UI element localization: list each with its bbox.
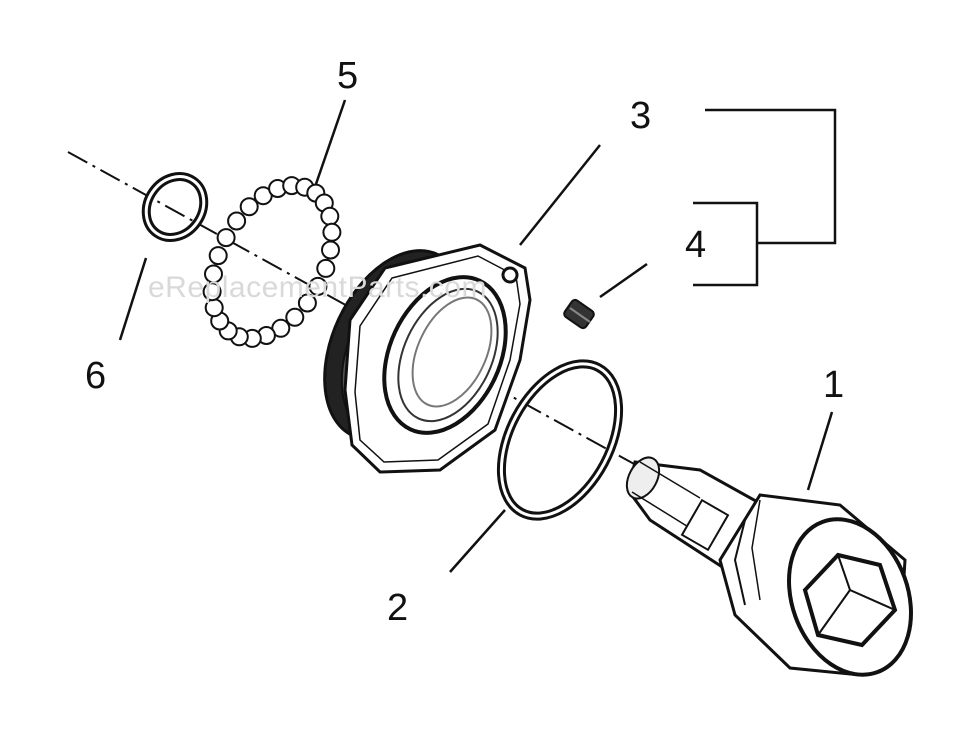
part-1-hex-socket-shaft: [625, 456, 913, 677]
assembly-bracket: [693, 108, 837, 287]
watermark: eReplacementParts.com: [148, 271, 487, 304]
bearing-ball: [308, 276, 328, 296]
part-6-small-o-ring: [141, 172, 209, 242]
callout-1: 1: [823, 364, 844, 406]
bearing-ball: [297, 293, 317, 313]
callout-4: 4: [685, 224, 706, 266]
bearing-ball: [322, 222, 342, 242]
bearing-ball: [316, 258, 336, 278]
bearing-ball: [227, 211, 247, 231]
bearing-ball: [285, 307, 305, 327]
callout-3: 3: [630, 95, 651, 137]
bearing-ball: [208, 246, 228, 266]
part-5-ball-bearing-ring: [202, 176, 342, 348]
bearing-ball: [204, 264, 223, 284]
callout-5: 5: [337, 55, 358, 97]
leader-line-5: [314, 99, 347, 185]
part-2-large-o-ring: [496, 359, 624, 521]
callout-2: 2: [387, 587, 408, 629]
leader-line-4: [599, 262, 648, 299]
leader-line-2: [449, 509, 506, 573]
callout-6: 6: [85, 355, 106, 397]
leader-line-3: [519, 144, 601, 246]
bearing-ball: [216, 228, 236, 248]
leader-line-1: [806, 411, 834, 491]
bearing-ball: [320, 206, 340, 226]
part-3-nut: [323, 243, 532, 474]
part-4-set-screw: [563, 298, 595, 330]
leader-line-6: [118, 257, 148, 341]
bearing-ball: [239, 197, 259, 217]
bearing-ball: [321, 240, 340, 260]
